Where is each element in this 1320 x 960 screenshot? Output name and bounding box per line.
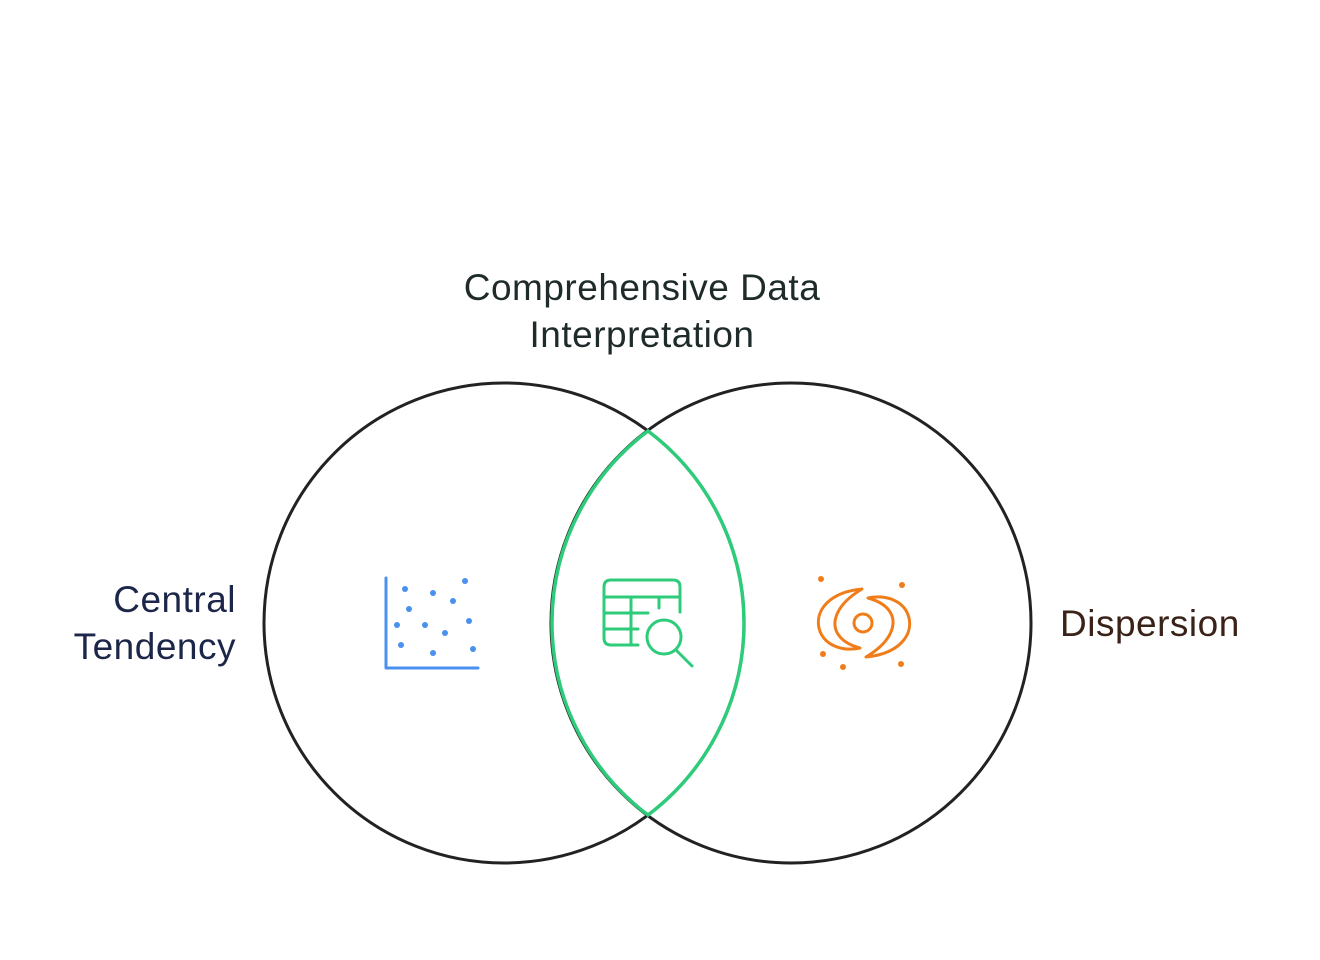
central-tendency-label-line-2: Tendency	[73, 626, 236, 667]
galaxy-spiral-icon	[816, 576, 912, 670]
circle-dispersion	[549, 381, 1033, 865]
central-tendency-label: Central Tendency	[20, 576, 236, 670]
dispersion-label-line-1: Dispersion	[1060, 603, 1240, 644]
table-search-icon	[602, 578, 694, 668]
central-tendency-label-line-1: Central	[113, 579, 236, 620]
intersection-label-line-2: Interpretation	[529, 314, 755, 355]
scatter-plot-icon	[384, 576, 480, 670]
dispersion-label: Dispersion	[1060, 600, 1300, 647]
intersection-label: Comprehensive Data Interpretation	[392, 264, 892, 358]
intersection-label-line-1: Comprehensive Data	[463, 267, 821, 308]
intersection-lens	[550, 428, 746, 818]
